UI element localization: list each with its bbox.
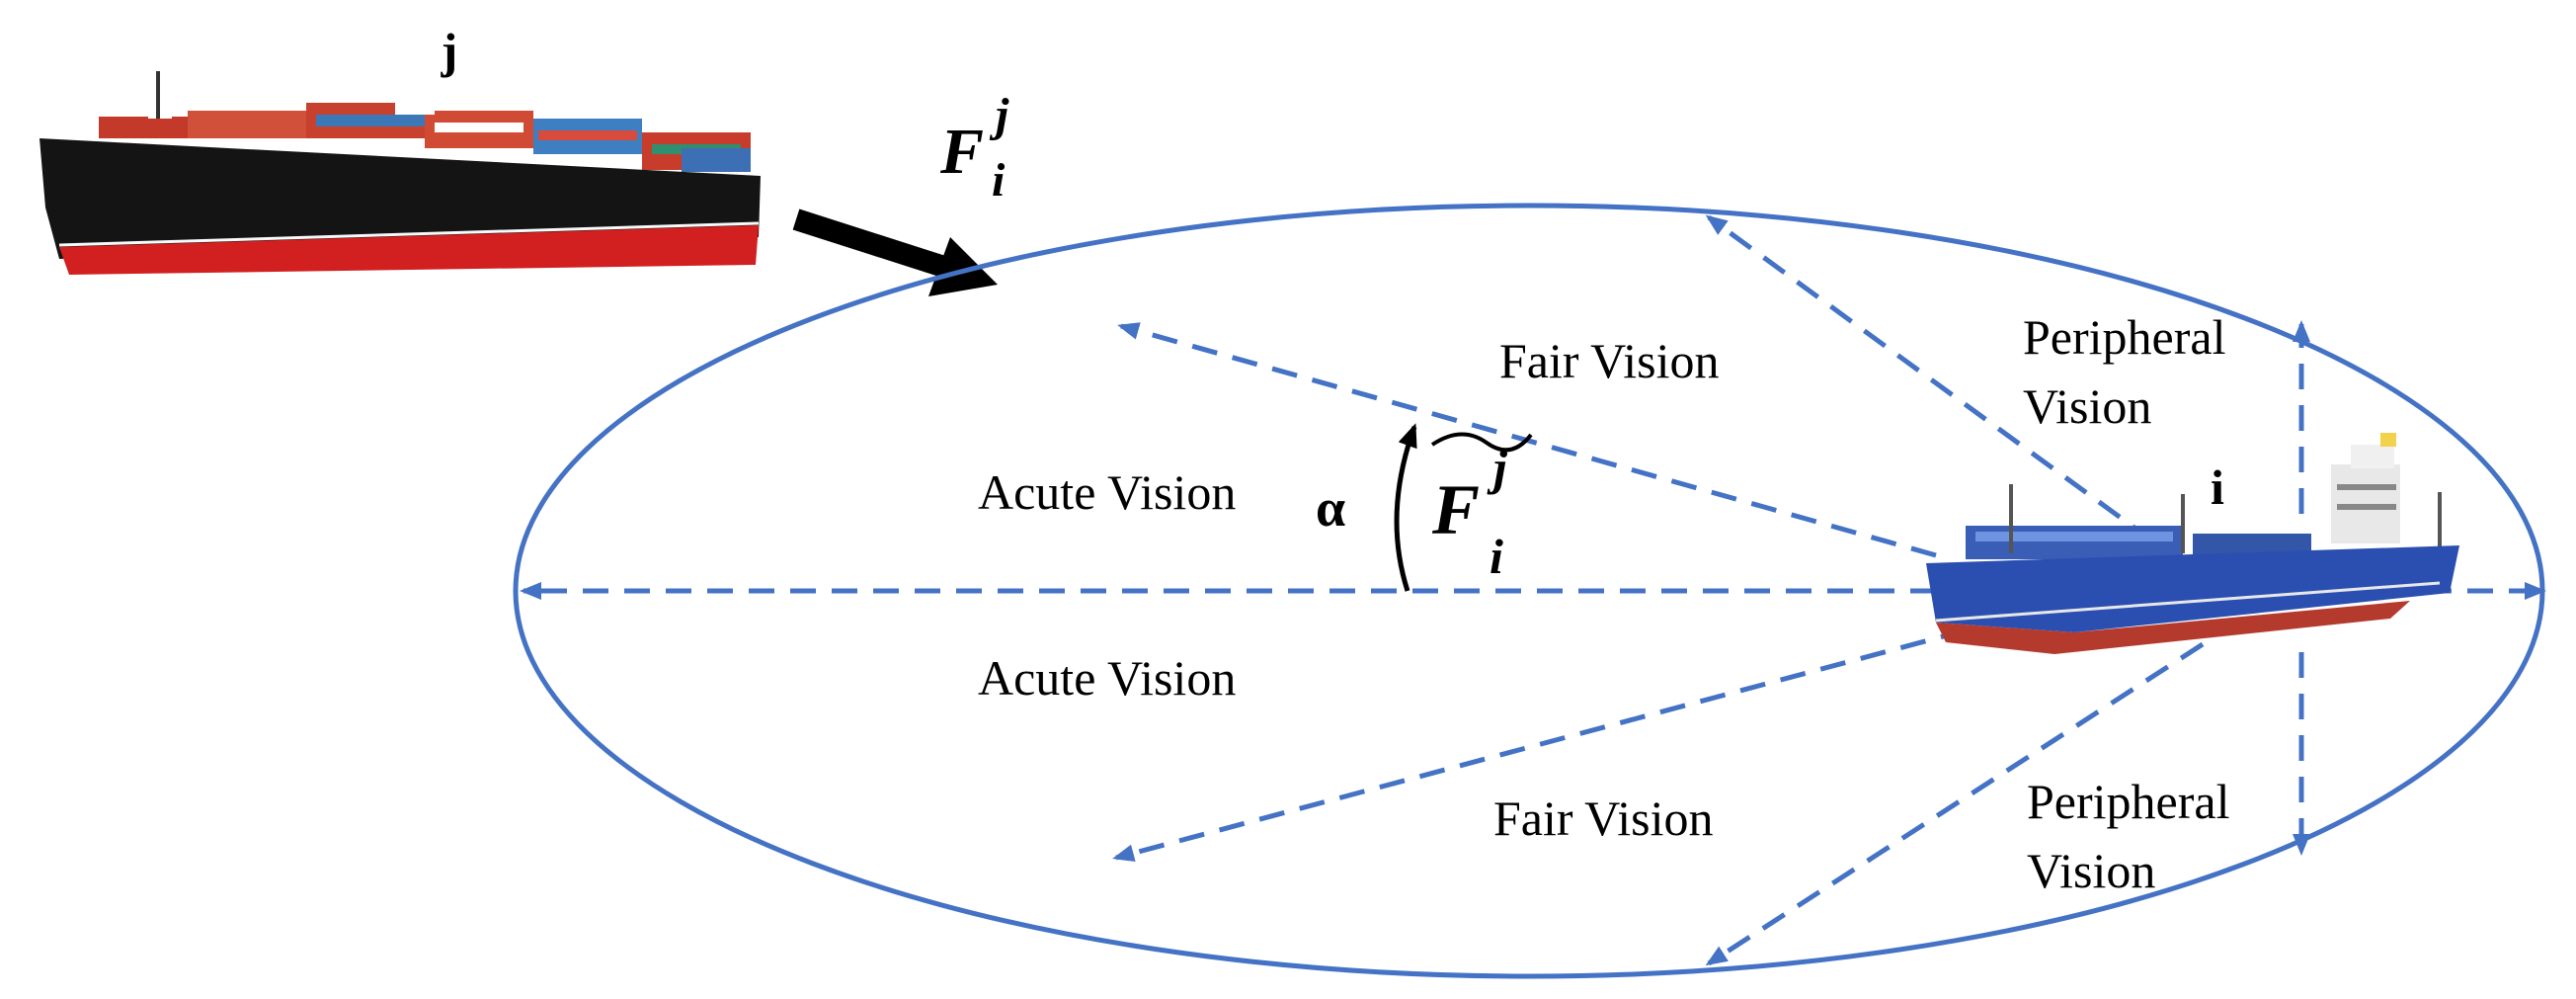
angle-alpha: α bbox=[1316, 478, 1345, 538]
fair-upper-boundary bbox=[1705, 214, 2155, 544]
zone-dashed-lines bbox=[520, 214, 2546, 966]
force-label: F j i bbox=[939, 89, 1009, 207]
ship-label-j: j bbox=[441, 23, 458, 78]
force-superscript: j bbox=[989, 89, 1009, 141]
label-peripheral-upper-1: Peripheral bbox=[2023, 309, 2225, 365]
fair-lower-boundary bbox=[1705, 641, 2205, 966]
force-subscript: i bbox=[992, 154, 1006, 207]
label-peripheral-upper-2: Vision bbox=[2023, 378, 2151, 434]
angle-indicator: α bbox=[1316, 423, 1417, 592]
container-stacks bbox=[99, 71, 751, 172]
force-symbol: F bbox=[939, 116, 984, 188]
cargo-ship-i: i bbox=[1926, 433, 2459, 654]
label-fair-vision-lower: Fair Vision bbox=[1493, 791, 1714, 846]
label-acute-vision-lower: Acute Vision bbox=[978, 650, 1236, 706]
force-arrow bbox=[792, 208, 998, 296]
container-ship-j: j bbox=[40, 23, 761, 275]
label-peripheral-lower-1: Peripheral bbox=[2027, 774, 2229, 829]
force-tilde-superscript: j bbox=[1487, 440, 1508, 495]
hull-red bbox=[59, 225, 759, 275]
hull-red-own bbox=[1936, 601, 2410, 654]
force-tilde-label: F j i bbox=[1430, 432, 1533, 584]
acute-lower-boundary bbox=[1112, 627, 1967, 863]
force-tilde-subscript: i bbox=[1489, 529, 1503, 584]
label-acute-vision-upper: Acute Vision bbox=[978, 464, 1236, 520]
force-tilde-symbol: F bbox=[1431, 470, 1480, 549]
ship-label-i: i bbox=[2211, 459, 2224, 515]
label-peripheral-lower-2: Vision bbox=[2027, 843, 2155, 898]
label-fair-vision-upper: Fair Vision bbox=[1499, 333, 1720, 388]
